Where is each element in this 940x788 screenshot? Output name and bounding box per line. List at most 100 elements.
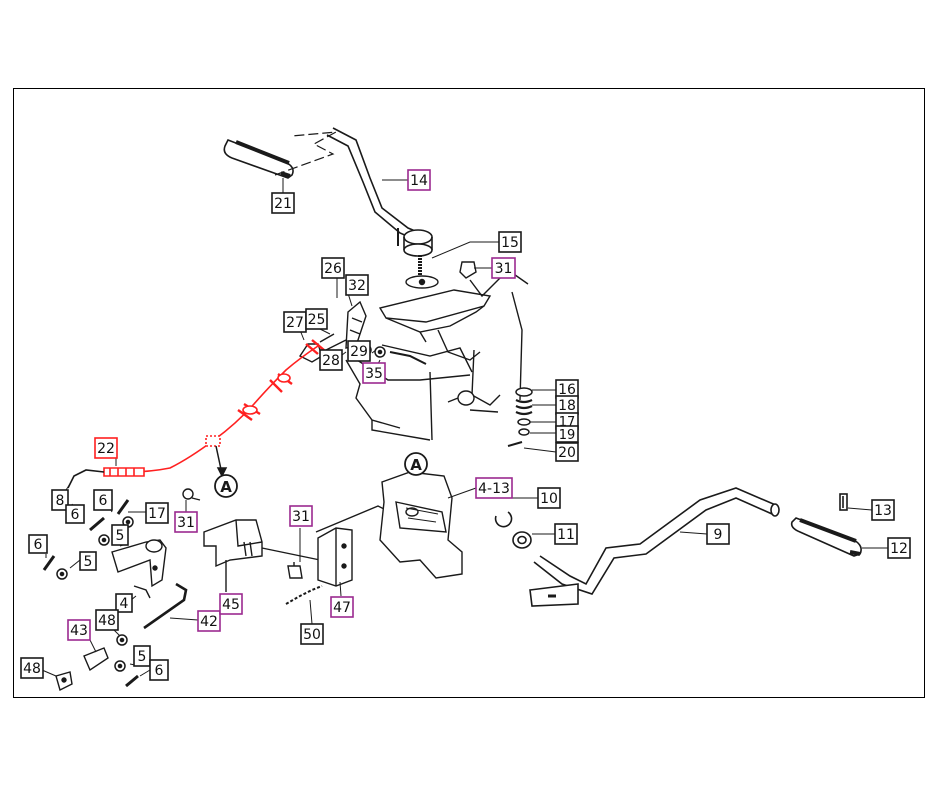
callout-number: 15 <box>501 235 519 251</box>
callout-number: 19 <box>559 428 576 443</box>
callout-27: 27 <box>283 311 307 333</box>
frame-bracket-assembly <box>298 300 475 441</box>
callout-box <box>149 659 169 681</box>
callout-box <box>706 523 730 545</box>
callout-48: 48 <box>95 609 119 631</box>
callout-number: 4 <box>120 596 129 612</box>
callout-31: 31 <box>491 257 516 279</box>
callout-number: 11 <box>557 527 575 543</box>
callout-number: 45 <box>222 597 240 613</box>
callout-8: 8 <box>51 489 69 511</box>
gate-plate-4-13 <box>379 471 463 579</box>
callout-19: 19 <box>555 425 579 443</box>
callout-number: 31 <box>177 515 195 531</box>
callout-5: 5 <box>79 551 97 571</box>
callout-number: 5 <box>138 649 147 665</box>
callout-number: 16 <box>558 382 576 398</box>
callout-number: 17 <box>148 506 166 522</box>
callout-32: 32 <box>345 274 369 296</box>
callout-box <box>271 192 295 214</box>
callout-14: 14 <box>407 169 431 191</box>
cable-22 <box>67 339 325 489</box>
callout-number: 8 <box>56 493 65 509</box>
callout-box <box>289 505 313 527</box>
callout-box <box>362 362 386 384</box>
callout-43: 43 <box>67 619 91 641</box>
handle-grip-21 <box>223 131 337 179</box>
callout-box <box>111 524 129 546</box>
left-linkage-parts <box>42 488 201 692</box>
callout-box <box>554 523 578 545</box>
callout-45: 45 <box>219 593 243 615</box>
callout-number: 50 <box>303 627 321 643</box>
callout-number: 20 <box>558 445 576 461</box>
callout-box <box>219 593 243 615</box>
callout-20: 20 <box>555 442 579 462</box>
callout-box <box>79 551 97 571</box>
callout-11: 11 <box>554 523 578 545</box>
callout-50: 50 <box>300 623 324 645</box>
lever-14 <box>326 127 433 257</box>
callout-box <box>555 442 579 462</box>
callout-box <box>330 596 354 618</box>
callout-4-13: 4-13 <box>475 477 513 499</box>
callout-number: 31 <box>495 261 513 277</box>
callout-box <box>93 489 113 511</box>
callout-number: 48 <box>23 661 41 677</box>
callout-box <box>51 489 69 511</box>
callout-48: 48 <box>20 657 44 679</box>
callout-box <box>20 657 44 679</box>
callout-box <box>347 340 371 362</box>
callout-box <box>67 619 91 641</box>
callout-number: 5 <box>116 528 125 544</box>
callout-15: 15 <box>498 231 522 253</box>
lever-9 <box>529 487 780 607</box>
callout-number: 10 <box>540 491 558 507</box>
callout-number: 28 <box>322 353 340 369</box>
callout-13: 13 <box>871 499 895 521</box>
callout-number: 25 <box>308 312 326 328</box>
callout-box <box>555 425 579 443</box>
callout-number: 26 <box>324 261 342 277</box>
callout-number: 31 <box>292 509 310 525</box>
callout-number: 6 <box>34 537 43 553</box>
callout-number: 21 <box>274 196 292 212</box>
leader-lines <box>41 178 888 677</box>
callout-6: 6 <box>28 534 48 554</box>
callout-box <box>407 169 431 191</box>
callout-box <box>28 534 48 554</box>
callout-box <box>537 487 561 509</box>
callout-box <box>300 623 324 645</box>
callout-box <box>475 477 513 499</box>
linkage-plates <box>203 505 387 605</box>
callout-box <box>95 609 119 631</box>
handle-grip-12 <box>790 493 862 557</box>
callout-29: 29 <box>347 340 371 362</box>
view-marker-a-center-label: A <box>410 456 422 474</box>
view-marker-a-left-label: A <box>220 478 232 496</box>
callout-box <box>345 274 369 296</box>
callout-number: 6 <box>155 663 164 679</box>
view-marker-a-center: A <box>404 452 428 476</box>
callout-number: 6 <box>71 507 80 523</box>
callout-number: 35 <box>365 366 383 382</box>
callout-number: 43 <box>70 623 88 639</box>
callout-22: 22 <box>94 437 118 459</box>
callout-box <box>887 537 911 559</box>
callout-5: 5 <box>111 524 129 546</box>
callout-number: 4-13 <box>478 481 510 497</box>
callout-35: 35 <box>362 362 386 384</box>
callout-box <box>491 257 516 279</box>
callout-47: 47 <box>330 596 354 618</box>
callout-number: 22 <box>97 441 115 457</box>
callout-12: 12 <box>887 537 911 559</box>
callout-number: 27 <box>286 315 304 331</box>
callout-box <box>305 308 328 330</box>
callout-number: 48 <box>98 613 116 629</box>
callout-number: 18 <box>558 398 576 414</box>
callout-number: 42 <box>200 614 218 630</box>
callout-box <box>145 502 169 524</box>
callout-box <box>321 257 345 279</box>
view-marker-a-left: A <box>214 474 238 498</box>
